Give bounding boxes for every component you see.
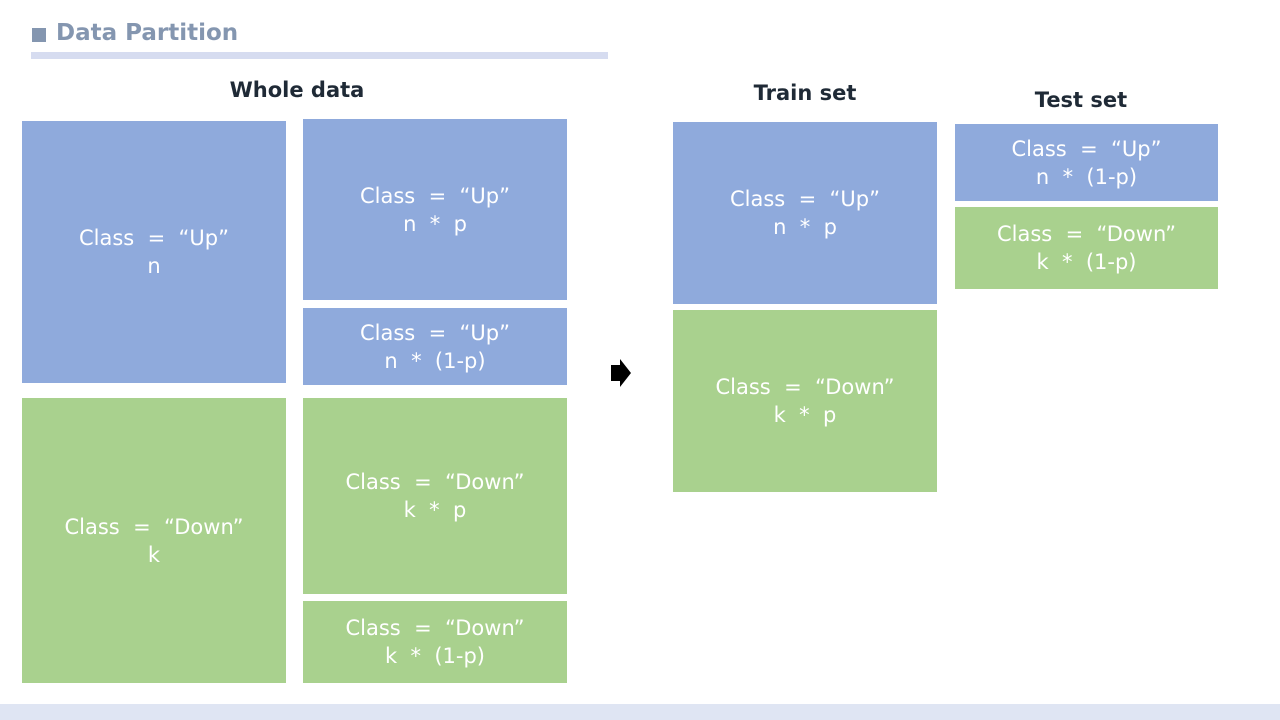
whole-down-block: Class = “Down” k	[22, 398, 286, 683]
block-count-label: n * p	[773, 215, 837, 239]
split-up-test-block: Class = “Up” n * (1-p)	[303, 308, 567, 385]
block-class-label: Class = “Up”	[729, 187, 880, 211]
block-class-label: Class = “Down”	[345, 470, 525, 494]
split-down-test-block: Class = “Down” k * (1-p)	[303, 601, 567, 683]
train-set-heading: Train set	[753, 81, 857, 105]
right-arrow-icon	[611, 359, 631, 387]
block-count-label: k * p	[773, 403, 837, 427]
block-class-label: Class = “Up”	[359, 183, 510, 208]
split-down-train-block: Class = “Down” k * p	[303, 398, 567, 594]
block-class-label: Class = “Up”	[1011, 136, 1162, 161]
block-class-label: Class = “Up”	[78, 226, 229, 250]
test-up-block: Class = “Up” n * (1-p)	[955, 124, 1218, 201]
title-bullet-icon	[32, 28, 46, 42]
block-count-label: n * (1-p)	[384, 348, 486, 373]
train-up-block: Class = “Up” n * p	[673, 122, 937, 304]
whole-up-block: Class = “Up” n	[22, 121, 286, 383]
train-down-block: Class = “Down” k * p	[673, 310, 937, 492]
slide-title: Data Partition	[56, 20, 239, 46]
block-count-label: n * (1-p)	[1035, 164, 1138, 189]
block-count-label: k * (1-p)	[1036, 250, 1137, 274]
whole-data-heading: Whole data	[229, 78, 365, 102]
block-count-label: k	[147, 542, 161, 567]
block-class-label: Class = “Down”	[996, 222, 1176, 246]
block-class-label: Class = “Down”	[345, 616, 525, 640]
block-count-label: n	[147, 254, 161, 278]
test-set-heading: Test set	[1034, 88, 1128, 112]
footer-band	[0, 704, 1280, 720]
block-count-label: n * p	[403, 211, 467, 236]
test-down-block: Class = “Down” k * (1-p)	[955, 207, 1218, 289]
block-count-label: k * p	[403, 498, 467, 522]
block-count-label: k * (1-p)	[384, 644, 486, 668]
block-class-label: Class = “Up”	[359, 320, 510, 345]
block-class-label: Class = “Down”	[715, 375, 895, 399]
split-up-train-block: Class = “Up” n * p	[303, 119, 567, 300]
block-class-label: Class = “Down”	[64, 514, 244, 539]
title-underline	[31, 52, 608, 59]
